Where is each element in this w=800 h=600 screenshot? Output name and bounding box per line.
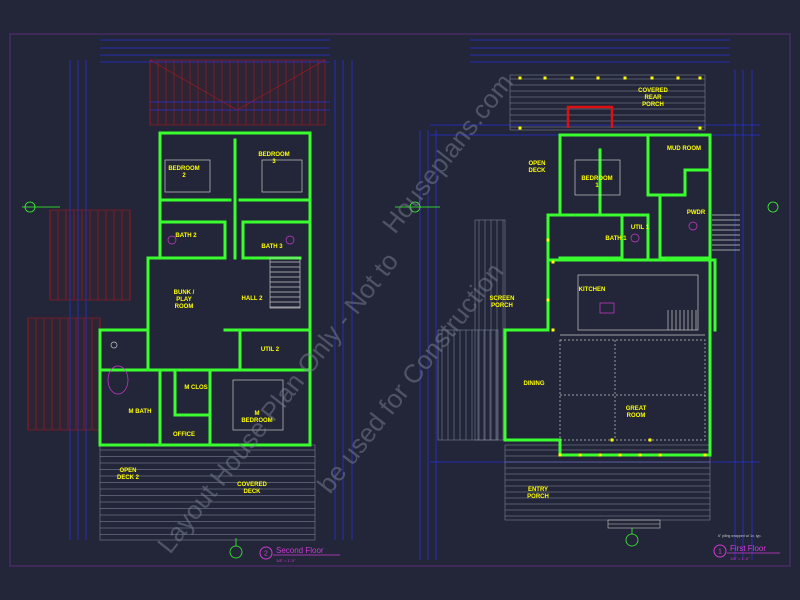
piling-mark (658, 453, 662, 457)
first-floor-title-text: First Floor (730, 544, 766, 553)
room-label-mclos: M CLOS (184, 385, 207, 391)
entry-steps (607, 519, 661, 529)
room-label-pwdr: PWDR (687, 210, 706, 216)
room-label-util2: UTIL 2 (261, 347, 280, 353)
room-label-kitchen: KITCHEN (579, 287, 606, 293)
piling-mark (596, 76, 600, 80)
room-label-office: OFFICE (173, 432, 195, 438)
piling-mark (546, 298, 550, 302)
fixtures-first (559, 159, 740, 441)
room-label-mudroom: MUD ROOM (667, 146, 701, 152)
room-label-bath2: BATH 2 (175, 233, 197, 239)
dimension-lines (69, 39, 353, 540)
second-floor-title-text: Second Floor (276, 546, 324, 555)
piling-mark (598, 453, 602, 457)
roof-hatch-left (27, 209, 131, 431)
walls-first (503, 133, 717, 457)
roof-hatch-top (149, 59, 326, 126)
deck-hatch (99, 444, 316, 541)
piling-mark (610, 438, 614, 442)
second-floor-scale: 1/8" = 1'-0" (276, 558, 296, 563)
dimension-lines-first (419, 39, 760, 560)
piling-mark (543, 76, 547, 80)
piling-mark (638, 453, 642, 457)
piling-mark (558, 453, 562, 457)
piling-mark (698, 126, 702, 130)
piling-mark (698, 76, 702, 80)
piling-mark (551, 328, 555, 332)
watermark-line1: Houseplans.com (376, 68, 519, 239)
porch-hatch (437, 74, 711, 521)
second-floor-title: 2 Second Floor 1/8" = 1'-0" (259, 546, 340, 563)
room-label-dining: DINING (524, 381, 545, 387)
first-floor-scale: 1/8" = 1'-0" (730, 556, 750, 561)
room-label-hall2: HALL 2 (242, 296, 264, 302)
room-label-mbath: M BATH (129, 409, 152, 415)
piling-mark (578, 453, 582, 457)
fixtures (107, 159, 303, 431)
piling-mark (648, 438, 652, 442)
piling-mark (623, 76, 627, 80)
piling-mark (650, 76, 654, 80)
piling-mark (676, 76, 680, 80)
piling-mark (551, 260, 555, 264)
walls (98, 131, 312, 447)
piling-mark (546, 238, 550, 242)
room-label-bath3: BATH 3 (261, 244, 283, 250)
piling-mark (518, 126, 522, 130)
piling-mark (518, 76, 522, 80)
piling-note: 6" piling wrapped w/ 1x, typ. (718, 534, 761, 538)
first-floor-number: 1 (718, 549, 722, 556)
piling-mark (618, 453, 622, 457)
room-label-util1: UTIL 1 (631, 225, 650, 231)
room-label-bath1: BATH 1 (605, 236, 627, 242)
watermark-line2: be used for Construction (311, 257, 509, 499)
section-markers (22, 201, 779, 559)
roof-highlight (566, 105, 614, 128)
first-floor-title: 1 First Floor 1/8" = 1'-0" (713, 544, 780, 561)
sheet-border (9, 33, 791, 567)
piling-marks (518, 76, 707, 457)
piling-mark (570, 76, 574, 80)
piling-mark (703, 453, 707, 457)
second-floor-number: 2 (264, 551, 268, 558)
